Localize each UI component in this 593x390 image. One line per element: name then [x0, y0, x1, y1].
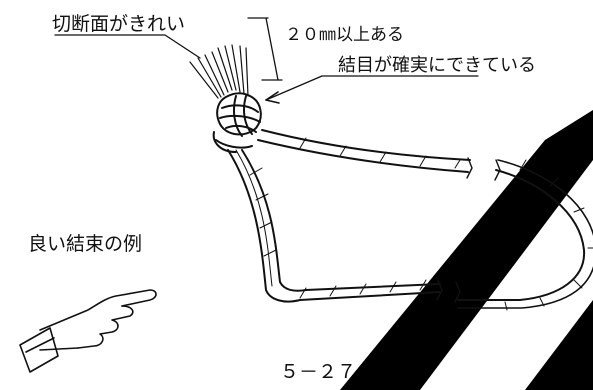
- wire-knot: [212, 92, 262, 153]
- diagonal-stripe-watermark-2: [525, 300, 593, 390]
- wire-break-marks: [436, 157, 501, 303]
- pointing-hand-icon: [19, 289, 157, 373]
- wire-cut-ends: [189, 44, 249, 99]
- firm-knot-label: 結目が確実にできている: [338, 55, 536, 76]
- good-example-label: 良い結束の例: [28, 233, 142, 255]
- wire-loop-right: [457, 159, 593, 311]
- wire-top-branch: [257, 129, 471, 173]
- clean-cut-leader-line: [54, 34, 201, 59]
- page-number: ５－２７: [280, 361, 356, 383]
- firm-knot-leader-arrow: [265, 75, 479, 104]
- clean-cut-label: 切断面がきれい: [52, 13, 185, 35]
- diagonal-stripe-watermark: [340, 110, 593, 390]
- wire-loop-left: [227, 149, 441, 303]
- length-dimension-bracket: [247, 17, 283, 81]
- length-note-label: ２０㎜以上ある: [285, 25, 404, 45]
